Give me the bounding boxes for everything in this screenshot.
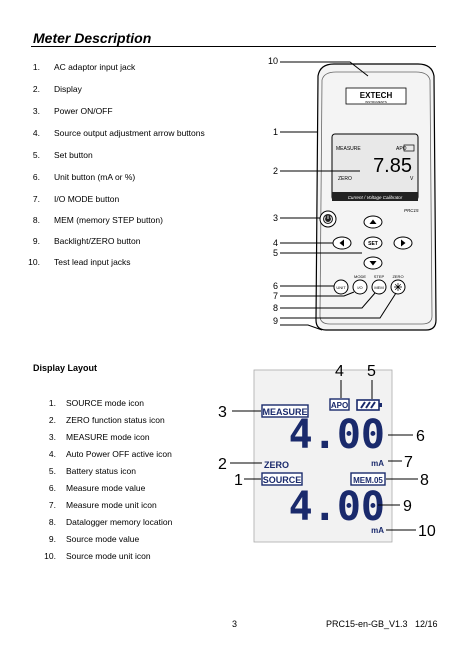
step-label: STEP <box>374 274 385 279</box>
screen-battery-icon <box>403 144 415 152</box>
lcd-value-top: 4.00 <box>289 412 385 458</box>
lcd-apo-icon <box>329 398 350 411</box>
page-number: 3 <box>232 619 238 629</box>
banner-text: Current / Voltage Calibrator <box>348 195 403 200</box>
display-layout-heading: Display Layout <box>33 363 98 373</box>
list-item: 9.Source mode value <box>48 534 140 544</box>
lcd-measure-icon <box>261 404 309 418</box>
arrow-down-icon <box>369 261 377 266</box>
lcd-callout-numbers: 4 5 3 6 2 7 1 8 9 10 <box>218 363 436 540</box>
lcd-source-label: SOURCE <box>263 475 302 485</box>
callout-number: 4 <box>273 238 278 248</box>
io-button-label: I/O <box>357 285 362 290</box>
list-item: 7.Measure mode unit icon <box>48 500 157 510</box>
lcd-mem-icon <box>350 472 386 486</box>
brand-sub: INSTRUMENTS <box>365 100 387 104</box>
screen-unit: V <box>410 176 414 182</box>
list-item: 1.SOURCE mode icon <box>48 398 144 408</box>
arrow-right-icon <box>401 239 406 247</box>
callout-numbers: 10 1 2 3 4 5 6 7 8 9 <box>268 56 278 326</box>
list-item: 10.Test lead input jacks <box>28 257 131 267</box>
lcd-measure-label: MEASURE <box>262 407 307 417</box>
list-item: 6.Measure mode value <box>48 483 146 493</box>
lcd-panel <box>253 369 393 543</box>
unit-button-label: UNIT <box>336 285 346 290</box>
model-label: PRC15 <box>404 208 419 213</box>
callout-number: 7 <box>273 291 278 301</box>
arrow-up-icon <box>369 219 377 224</box>
mem-button <box>371 279 387 295</box>
lcd-apo-label: APO <box>331 401 348 410</box>
callout-number: 1 <box>234 472 243 489</box>
page-title: Meter Description <box>33 30 152 46</box>
list-item: 3.Power ON/OFF <box>32 106 113 116</box>
callout-number: 4 <box>335 363 344 380</box>
lcd-unit-top: mA <box>371 459 384 468</box>
callout-number: 8 <box>420 472 429 489</box>
callout-number: 5 <box>273 248 278 258</box>
callout-number: 5 <box>367 363 376 380</box>
screen-value: 7.85 <box>373 155 412 177</box>
banner-bar <box>332 192 418 201</box>
list-item: 3.MEASURE mode icon <box>48 432 150 442</box>
lcd-zero-label: ZERO <box>264 460 289 470</box>
callout-number: 9 <box>403 498 412 515</box>
brand-logo: EXTECH <box>360 91 393 100</box>
callout-number: 10 <box>418 523 436 540</box>
set-button-label: SET <box>368 241 378 247</box>
callout-number: 6 <box>416 428 425 445</box>
lcd-callout-lines <box>230 380 418 531</box>
backlight-icon <box>394 283 402 291</box>
document-id: PRC15-en-GB_V1.3 12/16 <box>326 619 438 629</box>
meter-body-inner <box>319 71 433 325</box>
arrow-left-icon <box>339 239 344 247</box>
lcd-battery-bars <box>360 401 376 409</box>
list-item: 8.Datalogger memory location <box>48 517 173 527</box>
lcd-layout-figure: MEASURE APO 4.00 mA ZERO SOURCE MEM.05 4… <box>218 363 436 543</box>
callout-number: 2 <box>273 166 278 176</box>
callout-lines <box>280 61 397 331</box>
lcd-battery-tip <box>379 403 382 407</box>
callout-number: 7 <box>404 454 413 471</box>
io-mode-button <box>352 279 368 295</box>
title-rule <box>31 46 436 47</box>
meter-illustration: EXTECH INSTRUMENTS MEASURE APO 7.85 ZERO… <box>268 56 437 331</box>
lcd-value-bottom: 4.00 <box>289 484 385 530</box>
list-item: 4.Auto Power OFF active icon <box>48 449 172 459</box>
callout-number: 2 <box>218 456 227 473</box>
mode-label: MODE <box>354 274 366 279</box>
callout-number: 9 <box>273 316 278 326</box>
screen-apo: APO <box>396 146 407 152</box>
list-item: 9.Backlight/ZERO button <box>32 236 141 246</box>
set-button <box>363 236 383 250</box>
list-item: 8.MEM (memory STEP button) <box>32 215 163 225</box>
callout-number: 3 <box>218 404 227 421</box>
list-item: 5.Battery status icon <box>48 466 136 476</box>
lcd-unit-bottom: mA <box>371 526 384 535</box>
callout-number: 8 <box>273 303 278 313</box>
brand-plate <box>345 87 407 105</box>
list-item: 4.Source output adjustment arrow buttons <box>32 128 205 138</box>
list-item: 2.Display <box>32 84 82 94</box>
screen-zero: ZERO <box>338 176 352 182</box>
list-item: 6.Unit button (mA or %) <box>32 172 136 182</box>
lcd-source-icon <box>261 472 303 486</box>
mem-button-label: MEM <box>374 285 383 290</box>
zero-label: ZERO <box>392 274 403 279</box>
list-item: 7.I/O MODE button <box>32 194 120 204</box>
unit-button <box>333 279 349 295</box>
list-item: 1.AC adaptor input jack <box>32 62 136 72</box>
callout-number: 1 <box>273 127 278 137</box>
list-item: 2.ZERO function status icon <box>48 415 165 425</box>
lcd-mem-label: MEM.05 <box>353 476 383 485</box>
callout-number: 3 <box>273 213 278 223</box>
list-item: 10.Source mode unit icon <box>44 551 151 561</box>
callout-number: 6 <box>273 281 278 291</box>
list-item: 5.Set button <box>32 150 93 160</box>
screen-measure-tag: MEASURE <box>336 146 361 152</box>
power-symbol-icon <box>324 215 332 223</box>
callout-number: 10 <box>268 56 278 66</box>
